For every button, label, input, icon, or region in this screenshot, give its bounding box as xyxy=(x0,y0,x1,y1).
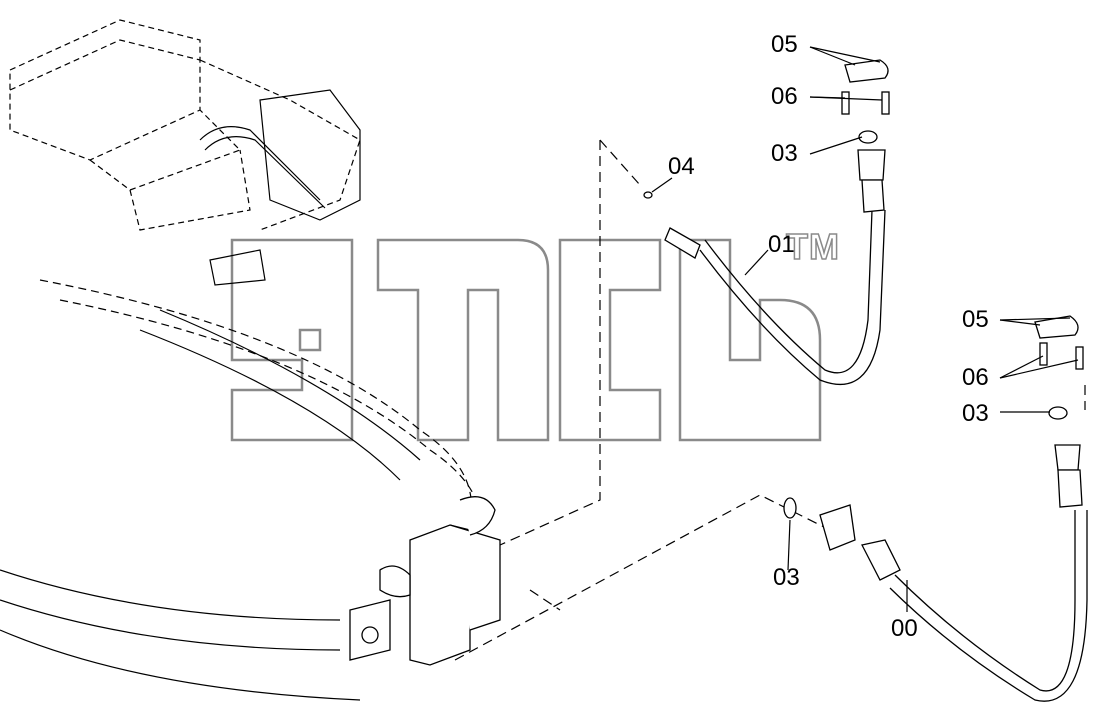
callout-03-top: 03 xyxy=(771,140,798,167)
callout-01: 01 xyxy=(768,231,795,258)
hose-01 xyxy=(664,149,886,385)
callout-03-bottom: 03 xyxy=(773,564,800,591)
small-parts xyxy=(643,59,1084,551)
callout-05-top: 05 xyxy=(771,31,798,58)
valve-block xyxy=(349,496,501,666)
callout-04: 04 xyxy=(668,153,695,180)
callout-05-right: 05 xyxy=(962,306,989,333)
watermark-logo xyxy=(230,238,822,442)
callout-00: 00 xyxy=(891,615,918,642)
hose-00 xyxy=(861,444,1088,702)
machine-outline xyxy=(9,19,361,286)
callout-03-right: 03 xyxy=(962,400,989,427)
assembly-leaders xyxy=(454,139,1086,661)
callout-06-right: 06 xyxy=(962,364,989,391)
callout-06-top: 06 xyxy=(771,83,798,110)
callout-leaders xyxy=(651,46,1079,612)
frame-rails xyxy=(0,279,482,701)
watermark-tm: TM xyxy=(785,225,840,268)
